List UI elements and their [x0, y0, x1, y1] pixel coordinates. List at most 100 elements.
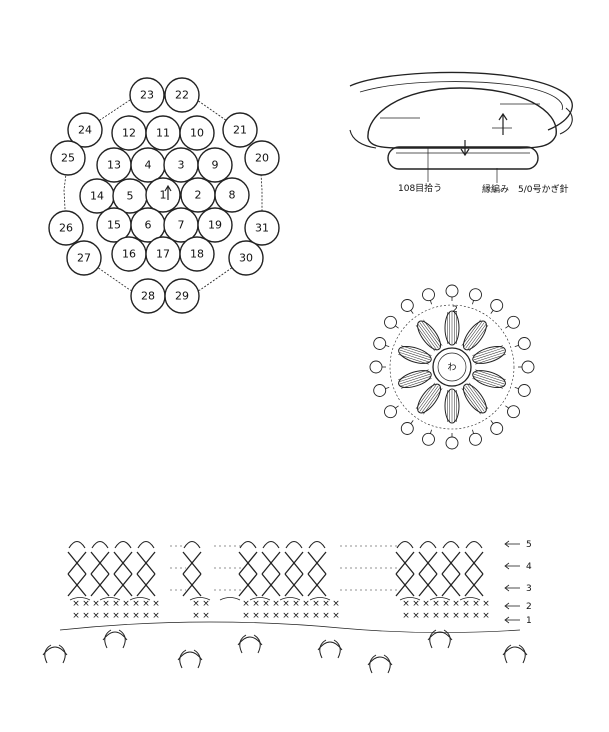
motif-number: 21 — [233, 124, 247, 137]
bottom-loop — [102, 629, 128, 649]
beret-side-view: 108目拾う 縁編み 5/0号かぎ針 — [349, 71, 573, 195]
beret-down-arrow — [460, 140, 470, 157]
motif-11: 11 — [145, 115, 181, 151]
single-crochet-mark: × — [272, 611, 280, 621]
chain-arch — [465, 540, 483, 549]
single-crochet-mark: × — [322, 599, 330, 609]
flower-picot — [490, 422, 504, 435]
flower-picot — [400, 299, 414, 312]
chain-arch — [114, 540, 132, 549]
crossed-stitch — [136, 551, 156, 575]
beret-left-flap — [349, 129, 377, 149]
flower-petal — [461, 382, 489, 415]
motif-2: 2 — [180, 177, 216, 213]
crossed-stitch — [113, 551, 133, 575]
motif-4: 4 — [130, 147, 166, 183]
motif-number: 12 — [122, 127, 136, 140]
flower-picot — [373, 337, 387, 350]
single-crochet-mark: × — [252, 599, 260, 609]
single-crochet-mark: × — [442, 611, 450, 621]
row-label-3: 3 — [504, 584, 532, 594]
crossed-stitch — [395, 551, 415, 575]
single-crochet-mark: × — [242, 611, 250, 621]
single-crochet-mark: × — [472, 599, 480, 609]
motif-number: 17 — [156, 248, 170, 261]
motif-number: 6 — [145, 219, 152, 232]
motif-9: 9 — [197, 147, 233, 183]
crossed-stitch — [418, 573, 438, 597]
svg-text:4: 4 — [526, 562, 532, 572]
single-crochet-mark: × — [482, 611, 490, 621]
single-crochet-mark: × — [92, 611, 100, 621]
single-crochet-mark: × — [482, 599, 490, 609]
motif-number: 1 — [160, 189, 167, 202]
edging-chain-row — [68, 540, 483, 591]
single-crochet-mark: × — [312, 611, 320, 621]
motif-number: 25 — [61, 152, 75, 165]
flower-petal — [472, 345, 506, 365]
flower-petal — [444, 310, 460, 346]
motif-24: 24 — [67, 112, 103, 148]
bottom-loop — [317, 639, 343, 659]
motif-number: 14 — [90, 190, 104, 203]
single-crochet-mark: × — [282, 599, 290, 609]
motif-10: 10 — [179, 115, 215, 151]
edging-double-crochet-rows — [67, 551, 484, 597]
single-crochet-mark: × — [412, 599, 420, 609]
flower-petal — [444, 388, 460, 424]
beret-up-arrow — [492, 112, 512, 135]
flower-petal — [415, 382, 443, 415]
chain-arch — [239, 540, 257, 549]
flower-picot — [373, 384, 387, 397]
single-crochet-mark: × — [82, 599, 90, 609]
bottom-loop — [427, 629, 453, 649]
crossed-stitch — [182, 551, 202, 575]
crossed-stitch — [238, 551, 258, 575]
motif-number: 29 — [175, 290, 189, 303]
motif-15: 15 — [96, 207, 132, 243]
motif-number: 11 — [156, 127, 170, 140]
single-crochet-mark: × — [442, 599, 450, 609]
crossed-stitch — [67, 551, 87, 575]
motif-12: 12 — [111, 115, 147, 151]
single-crochet-mark: × — [142, 611, 150, 621]
chain-arch — [262, 540, 280, 549]
svg-text:1: 1 — [526, 616, 532, 626]
single-crochet-mark: × — [192, 599, 200, 609]
flower-picot — [445, 284, 459, 298]
bottom-loop — [367, 654, 393, 674]
svg-text:3: 3 — [526, 584, 532, 594]
flower-picot — [469, 432, 482, 446]
flower-petals — [398, 310, 506, 424]
single-crochet-mark: × — [302, 611, 310, 621]
motif-8: 8 — [214, 177, 250, 213]
single-crochet-mark: × — [152, 611, 160, 621]
crossed-stitch — [182, 573, 202, 597]
single-crochet-mark: × — [72, 611, 80, 621]
motif-number: 22 — [175, 89, 189, 102]
row-label-1: 1 — [504, 616, 532, 626]
bottom-loop — [502, 644, 528, 664]
motif-number: 3 — [178, 159, 185, 172]
single-crochet-mark: × — [132, 611, 140, 621]
motif-number: 4 — [145, 159, 152, 172]
single-crochet-mark: × — [82, 611, 90, 621]
single-crochet-mark: × — [192, 611, 200, 621]
flower-picot — [517, 384, 531, 397]
motif-number: 23 — [140, 89, 154, 102]
crossed-stitch — [307, 573, 327, 597]
flower-petal — [398, 369, 432, 389]
chain-arch — [308, 540, 326, 549]
edging-single-crochet-rows: ××××××××××××××××××××××××××××××××××××××××… — [72, 599, 490, 621]
motif-20: 20 — [244, 140, 280, 176]
single-crochet-mark: × — [262, 611, 270, 621]
single-crochet-mark: × — [252, 611, 260, 621]
single-crochet-mark: × — [452, 611, 460, 621]
flower-picot — [369, 360, 383, 374]
flower-picot — [445, 436, 459, 450]
single-crochet-mark: × — [322, 611, 330, 621]
crossed-stitch — [90, 551, 110, 575]
